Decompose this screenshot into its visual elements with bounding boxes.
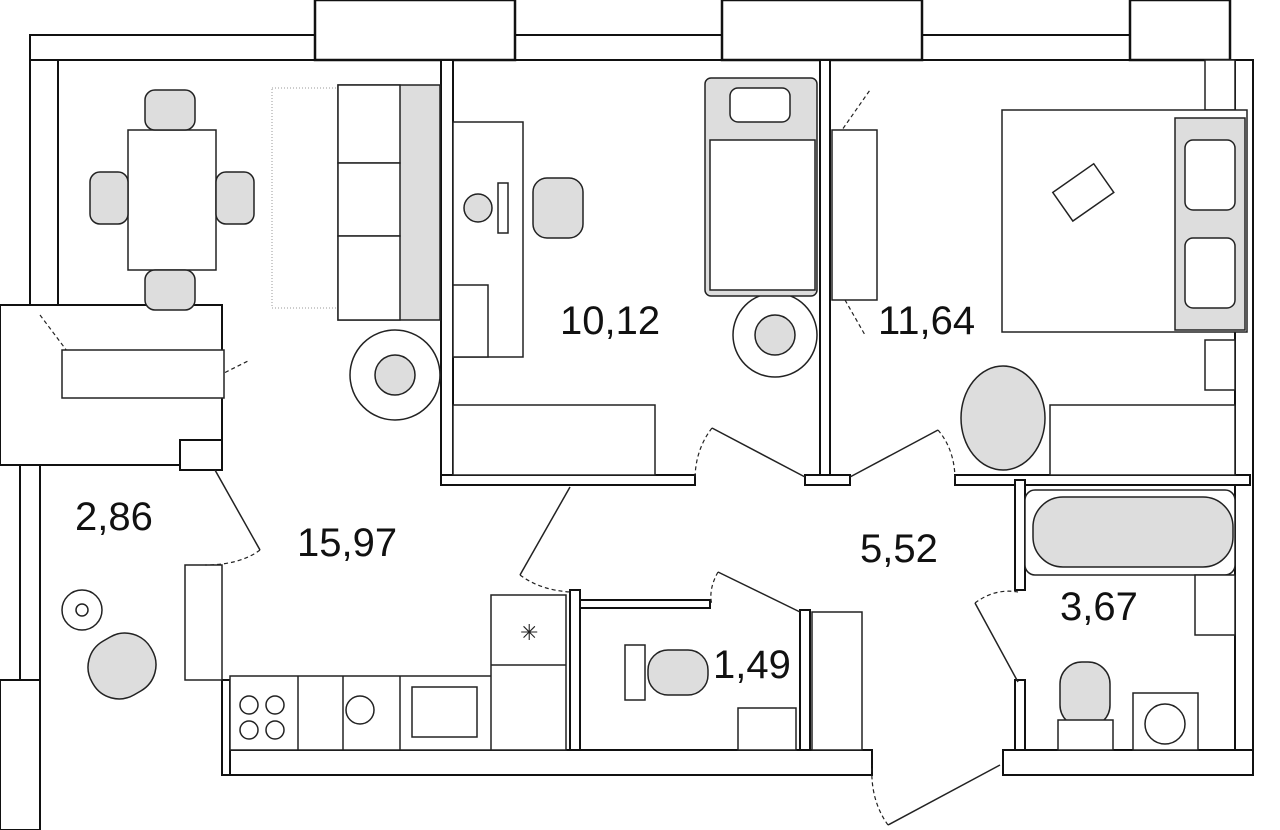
area-label-toilet: 1,49 <box>713 643 791 687</box>
double-bed <box>1001 109 1248 333</box>
area-labels: 15,97 10,12 11,64 2,86 5,52 1,49 3,67 <box>75 299 1138 687</box>
plants <box>349 292 818 421</box>
dining-set <box>89 89 255 311</box>
windows <box>184 0 1236 681</box>
wardrobes <box>452 404 1236 751</box>
interior-walls <box>179 59 1251 751</box>
area-label-bedroom-large: 11,64 <box>878 299 975 343</box>
area-label-bathroom: 3,67 <box>1060 585 1138 629</box>
area-label-hallway: 5,52 <box>860 527 938 571</box>
area-label-balcony: 2,86 <box>75 495 153 539</box>
toilet-room-fixtures <box>624 644 797 751</box>
area-label-bedroom-small: 10,12 <box>560 299 660 343</box>
desk <box>452 121 584 358</box>
single-bed <box>704 77 818 297</box>
pet-rug <box>960 365 1046 471</box>
area-label-living-kitchen: 15,97 <box>297 521 397 565</box>
bathroom-fixtures <box>1024 489 1236 751</box>
sofa <box>271 84 441 321</box>
tv-stand <box>831 129 878 301</box>
kitchen: ✳ <box>229 594 567 751</box>
balcony-furniture <box>61 349 225 700</box>
fridge-icon: ✳ <box>520 620 538 645</box>
